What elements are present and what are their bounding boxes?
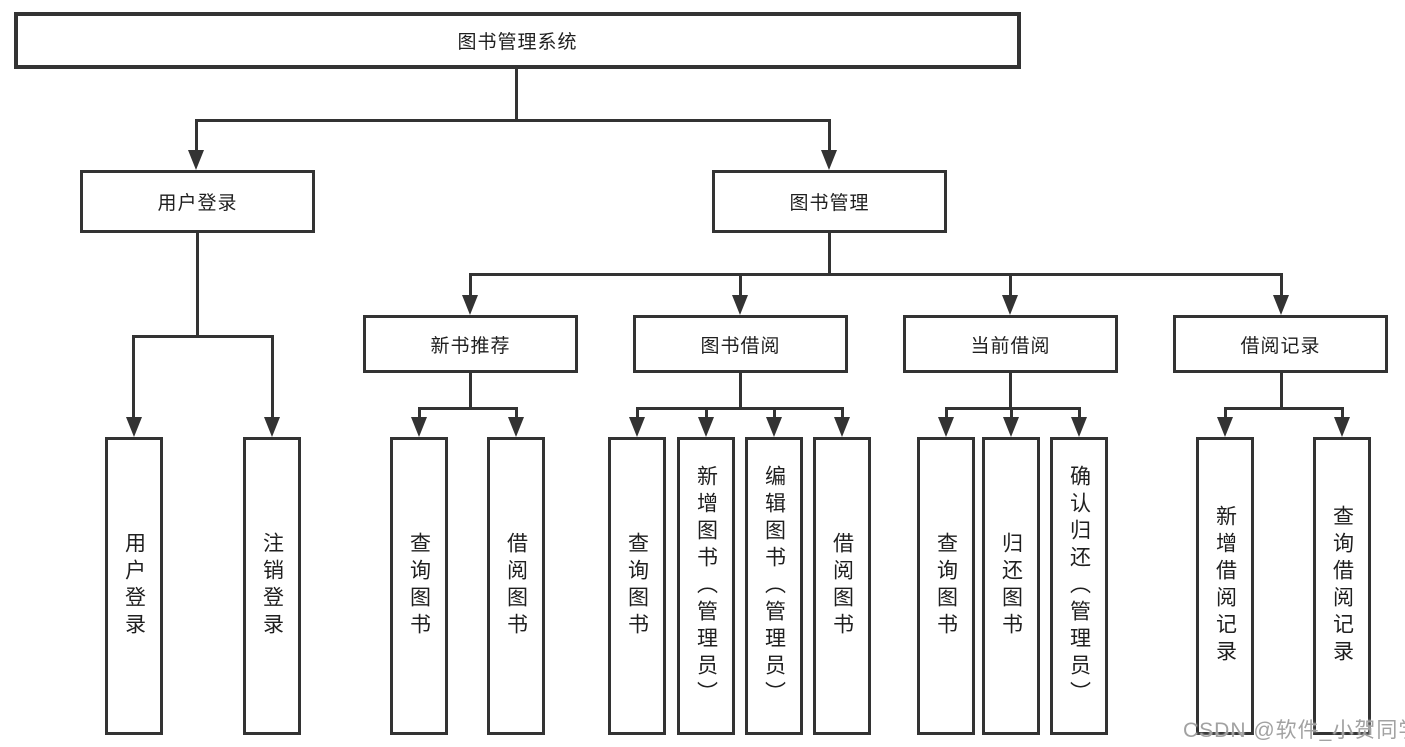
connector-line [418, 407, 421, 419]
node-label: 确认归还（管理员） [1067, 464, 1091, 708]
leaf-records-query-record: 查询借阅记录 [1313, 437, 1371, 735]
arrowhead-down-icon [766, 417, 782, 437]
node-book-borrowing: 图书借阅 [633, 315, 848, 373]
node-label: 借阅图书 [504, 532, 528, 640]
arrowhead-down-icon [629, 417, 645, 437]
connector-line [828, 232, 831, 273]
connector-line [1341, 407, 1344, 419]
connector-line [945, 407, 1081, 410]
node-label: 归还图书 [999, 532, 1023, 640]
node-label: 当前借阅 [970, 335, 1051, 357]
arrowhead-down-icon [698, 417, 714, 437]
leaf-recommend-query-books: 查询图书 [390, 437, 448, 735]
leaf-borrowing-query-books: 查询图书 [608, 437, 666, 735]
node-label: 新增借阅记录 [1213, 505, 1237, 667]
connector-line [636, 407, 844, 410]
leaf-current-query-books: 查询图书 [917, 437, 975, 735]
connector-line [1224, 407, 1227, 419]
node-label: 新书推荐 [430, 335, 511, 357]
connector-line [636, 407, 639, 419]
leaf-user-login: 用户登录 [105, 437, 163, 735]
arrowhead-down-icon [732, 295, 748, 315]
arrowhead-down-icon [1071, 417, 1087, 437]
arrowhead-down-icon [188, 150, 204, 170]
leaf-current-return-books: 归还图书 [982, 437, 1040, 735]
arrowhead-down-icon [462, 295, 478, 315]
connector-line [1224, 407, 1344, 410]
connector-line [705, 407, 708, 419]
connector-line [1280, 273, 1283, 297]
node-label: 借阅图书 [830, 532, 854, 640]
connector-line [469, 273, 1283, 276]
connector-line [1010, 407, 1013, 419]
connector-line [195, 119, 831, 122]
connector-line [841, 407, 844, 419]
arrowhead-down-icon [126, 417, 142, 437]
arrowhead-down-icon [264, 417, 280, 437]
connector-line [945, 407, 948, 419]
arrowhead-down-icon [821, 150, 837, 170]
leaf-current-confirm-return-admin: 确认归还（管理员） [1050, 437, 1108, 735]
node-label: 查询图书 [625, 532, 649, 640]
connector-line [271, 335, 274, 419]
arrowhead-down-icon [938, 417, 954, 437]
node-label: 查询借阅记录 [1330, 505, 1354, 667]
node-book-management: 图书管理 [712, 170, 947, 233]
arrowhead-down-icon [1002, 295, 1018, 315]
leaf-borrowing-edit-books-admin: 编辑图书（管理员） [745, 437, 803, 735]
node-label: 注销登录 [260, 532, 284, 640]
node-label: 图书管理系统 [457, 32, 578, 53]
connector-line [1009, 273, 1012, 297]
connector-line [418, 407, 518, 410]
watermark: CSDN @软件_小贺同学 [1183, 719, 1405, 742]
connector-line [1078, 407, 1081, 419]
arrowhead-down-icon [834, 417, 850, 437]
arrowhead-down-icon [1217, 417, 1233, 437]
node-label: 图书管理 [789, 193, 870, 214]
arrowhead-down-icon [1273, 295, 1289, 315]
connector-line [195, 119, 198, 152]
arrowhead-down-icon [411, 417, 427, 437]
node-label: 查询图书 [407, 532, 431, 640]
arrowhead-down-icon [1334, 417, 1350, 437]
connector-line [196, 232, 199, 335]
connector-line [469, 373, 472, 409]
connector-line [1280, 373, 1283, 409]
connector-line [828, 119, 831, 152]
node-user-login: 用户登录 [80, 170, 315, 233]
connector-line [739, 373, 742, 409]
connector-line [132, 335, 135, 419]
node-current-borrowing: 当前借阅 [903, 315, 1118, 373]
arrowhead-down-icon [508, 417, 524, 437]
connector-line [469, 273, 472, 297]
node-label: 用户登录 [122, 532, 146, 640]
node-library-management-system: 图书管理系统 [14, 12, 1021, 69]
connector-line [515, 69, 518, 121]
node-new-book-recommendation: 新书推荐 [363, 315, 578, 373]
leaf-logout: 注销登录 [243, 437, 301, 735]
node-label: 用户登录 [157, 193, 238, 214]
node-label: 新增图书（管理员） [694, 464, 718, 708]
leaf-borrowing-add-books-admin: 新增图书（管理员） [677, 437, 735, 735]
connector-line [1009, 373, 1012, 409]
arrowhead-down-icon [1003, 417, 1019, 437]
connector-line [773, 407, 776, 419]
connector-line [739, 273, 742, 297]
node-label: 借阅记录 [1240, 335, 1321, 357]
node-label: 编辑图书（管理员） [762, 464, 786, 708]
connector-line [515, 407, 518, 419]
node-borrowing-records: 借阅记录 [1173, 315, 1388, 373]
connector-line [132, 335, 274, 338]
node-label: 查询图书 [934, 532, 958, 640]
leaf-borrowing-borrow-books: 借阅图书 [813, 437, 871, 735]
leaf-records-add-record: 新增借阅记录 [1196, 437, 1254, 735]
leaf-recommend-borrow-books: 借阅图书 [487, 437, 545, 735]
node-label: 图书借阅 [700, 335, 781, 357]
